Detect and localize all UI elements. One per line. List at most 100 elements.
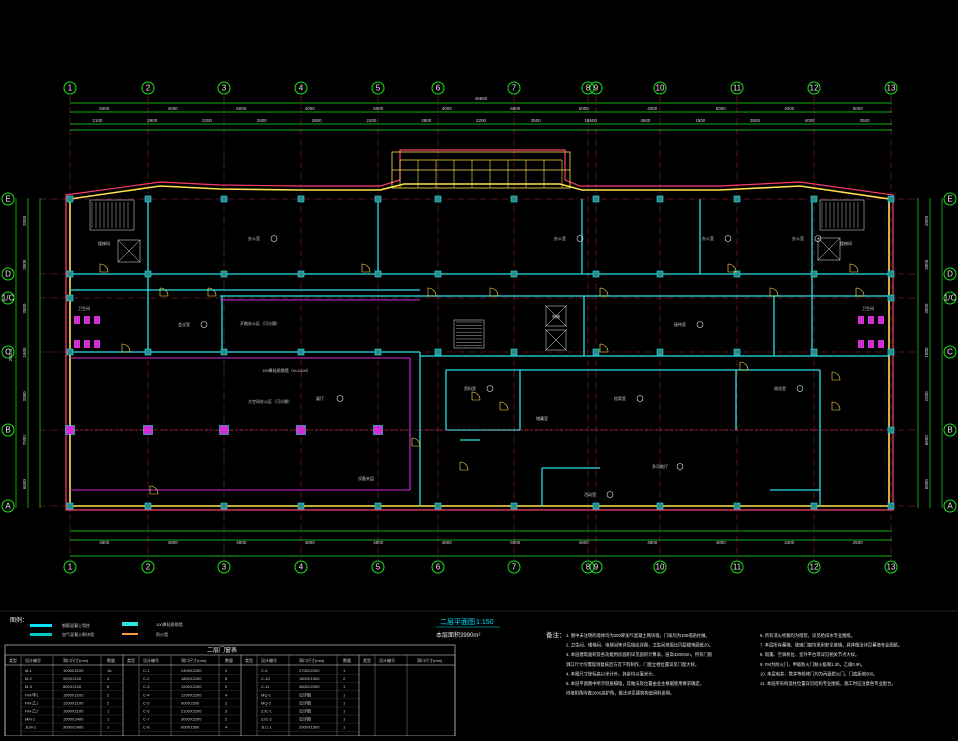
axis-bubble-13-top: 13: [884, 81, 898, 95]
column-36: [810, 195, 818, 203]
room-mark-4: [200, 321, 208, 328]
overall-dimension-top: 45650: [475, 96, 488, 101]
note-line-5: 5. 本层平面图中所示轻质隔墙，其做法及位置由业主根据使用要求确定。: [566, 680, 704, 687]
schedule-header-3-2: 洞口尺寸(mm): [417, 657, 443, 663]
axis-bubble-C-left: C: [1, 345, 15, 359]
door-swing-12: [739, 361, 749, 371]
column-21: [510, 270, 518, 278]
svg-text:B: B: [5, 426, 10, 435]
room-note-3: 设备夹层: [358, 475, 374, 481]
svg-text:13: 13: [887, 84, 896, 93]
svg-text:7: 7: [512, 563, 517, 572]
dim-bot1-7: 4800: [579, 540, 590, 545]
schedule-title: 二层门窗表: [207, 646, 237, 654]
room-label-4: 会议室: [178, 321, 190, 327]
axis-bubble-10-top: 10: [653, 81, 667, 95]
room-label-11: 阅览室: [774, 385, 786, 391]
room-mark-1: [576, 235, 584, 242]
svg-text:6: 6: [436, 563, 441, 572]
column-42: [66, 294, 74, 302]
column-24: [592, 195, 600, 203]
axis-bubble-9-top: 9: [589, 81, 603, 95]
column-20: [510, 195, 518, 203]
column-26: [592, 348, 600, 356]
schedule-cell-0-7-id: JLM-1: [25, 725, 37, 730]
schedule-header-0-3: 数量: [107, 657, 115, 663]
column-45: [66, 502, 74, 510]
room-note-2: 100厚轻质隔墙（H=2400）: [262, 367, 311, 373]
schedule-cell-0-5-qty: 1: [107, 709, 110, 714]
column-10: [297, 348, 305, 356]
schedule-cell-2-6-qty: 1: [343, 717, 346, 722]
schedule-cell-2-2-size: 3600X2200: [299, 684, 320, 689]
schedule-cell-2-7-qty: 1: [343, 725, 346, 730]
schedule-header-2-3: 数量: [343, 657, 351, 663]
dim-top2-1: 2900: [147, 118, 158, 123]
room-label-1: 办公室: [554, 235, 566, 241]
door-swing-7: [727, 263, 737, 273]
svg-text:8: 8: [586, 84, 591, 93]
axis-bubble-5-top: 5: [371, 81, 385, 95]
axis-bubble-10-bottom: 10: [653, 560, 667, 574]
schedule-cell-0-6-id: MM-1: [25, 717, 36, 722]
door-swing-19: [149, 485, 159, 495]
side-dimension-lines: [15, 198, 943, 508]
schedule-cell-1-0-qty: 2: [225, 668, 228, 673]
axis-bubble-6-bottom: 6: [431, 560, 445, 574]
room-label-14: 卫生间: [862, 305, 874, 311]
dim-top2-7: 2200: [476, 118, 487, 123]
column-35: [733, 502, 741, 510]
drawing-title-block: 二层平面图 1:150 本层面积 3990m²: [436, 618, 500, 639]
svg-text:13: 13: [887, 563, 896, 572]
room-mark-2: [724, 235, 732, 242]
door-swing-11: [599, 343, 609, 353]
schedule-cell-1-3-size: 1200X2200: [181, 692, 202, 697]
column-37: [810, 270, 818, 278]
legend-label-3: 防火墙: [156, 631, 168, 637]
legend-swatch-3: [122, 633, 138, 635]
dim-top2-5: 2200: [366, 118, 377, 123]
door-swing-4: [427, 287, 437, 297]
column-27: [592, 502, 600, 510]
schedule-cell-0-4-size: 1200X2100: [63, 700, 84, 705]
schedule-cell-2-3-id: MQ-1: [261, 692, 272, 697]
door-swing-10: [121, 343, 131, 353]
schedule-cell-1-3-id: C-4: [143, 692, 150, 697]
axis-bubble-1-top: 1: [63, 81, 77, 95]
door-swing-6: [599, 287, 609, 297]
column-13: [374, 270, 382, 278]
dim-top1-0: 5000: [99, 106, 110, 111]
note-line-4: 4. 本图尺寸除标高以米计外，其余均以毫米计。: [566, 670, 657, 677]
svg-text:C: C: [947, 348, 953, 357]
room-label-13: 卫生间: [78, 305, 90, 311]
schedule-cell-0-2-qty: 6: [107, 684, 110, 689]
schedule-header-2-0: 类型: [245, 657, 253, 663]
axis-bubble-1/C-left: 1/C: [1, 291, 15, 305]
schedule-cell-0-5-id: FM-乙2: [25, 708, 39, 714]
schedule-cell-0-4-qty: 2: [107, 700, 110, 705]
room-mark-10: [606, 491, 614, 498]
axis-bubble-A-right: A: [943, 499, 957, 513]
svg-text:2: 2: [146, 563, 151, 572]
svg-text:10: 10: [656, 563, 665, 572]
notes-heading: 备注：: [546, 630, 566, 639]
column-30: [656, 348, 664, 356]
schedule-header-0-2: 洞口尺寸(mm): [63, 657, 89, 663]
door-swings: [99, 263, 865, 495]
axis-bubble-E-left: E: [1, 192, 15, 206]
schedule-cell-0-3-size: 1500X2100: [63, 692, 84, 697]
door-swing-9: [855, 287, 865, 297]
dim-top1-4: 5000: [373, 106, 384, 111]
door-swing-8: [769, 287, 779, 297]
axis-bubble-B-left: B: [1, 423, 15, 437]
svg-text:A: A: [5, 502, 11, 511]
schedule-cell-1-7-id: C-8: [143, 725, 150, 730]
schedule-cell-2-4-size: 见详图: [299, 699, 311, 705]
schedule-cell-1-2-size: 1500X2200: [181, 684, 202, 689]
room-label-3: 办公室: [792, 235, 804, 241]
column-18: [434, 348, 442, 356]
svg-text:C: C: [5, 348, 11, 357]
